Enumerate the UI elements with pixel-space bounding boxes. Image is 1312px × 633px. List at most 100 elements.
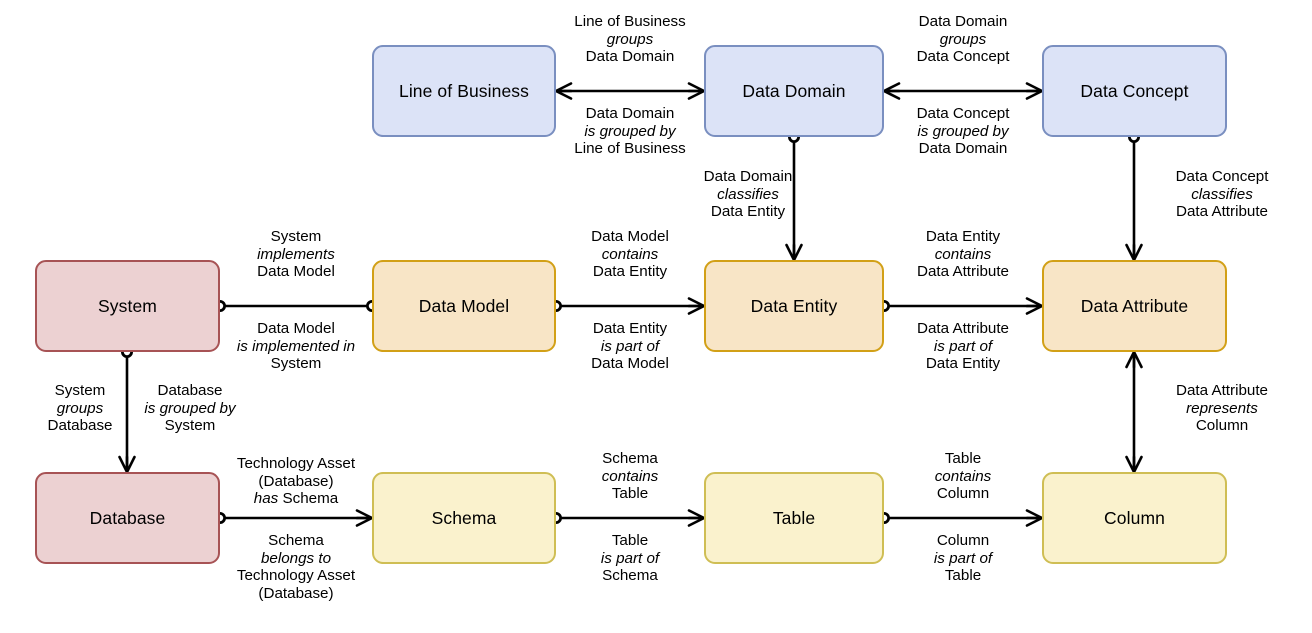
node-label: Column — [1104, 507, 1165, 528]
node-line-of-business[interactable]: Line of Business — [372, 45, 556, 137]
label-subject: Data Model — [257, 320, 335, 337]
label-subject: System — [54, 382, 106, 399]
node-schema[interactable]: Schema — [372, 472, 556, 564]
node-data-model[interactable]: Data Model — [372, 260, 556, 352]
edge-database-schema — [213, 509, 374, 527]
edge-dataattribute-column — [1125, 350, 1143, 474]
node-data-attribute[interactable]: Data Attribute — [1042, 260, 1227, 352]
node-column[interactable]: Column — [1042, 472, 1227, 564]
edge-lob-datadomain — [554, 82, 706, 100]
label-object: Schema — [602, 567, 658, 585]
label-verb: represents — [1186, 399, 1258, 417]
label-verb: groups — [606, 30, 654, 48]
node-database[interactable]: Database — [35, 472, 220, 564]
label-verb: is grouped by — [584, 122, 676, 140]
node-label: Line of Business — [398, 80, 529, 101]
edge-label-database-schema-forward: Technology Asset(Database)has Schema — [237, 455, 355, 508]
label-subject: Data Attribute — [1175, 382, 1269, 399]
label-verb: is grouped by — [144, 399, 236, 417]
edge-dataentity-dataattribute — [878, 297, 1044, 315]
label-object: Data Concept — [916, 48, 1010, 66]
label-verb: implements — [257, 245, 335, 263]
label-object: Database — [47, 417, 113, 435]
label-subject: Data Model — [591, 228, 669, 245]
label-object: Column — [936, 485, 990, 503]
node-label: Data Model — [418, 295, 510, 316]
label-object: Data Domain — [918, 140, 1008, 158]
label-verb: classifies — [1191, 185, 1253, 203]
label-line: (Database) — [258, 472, 334, 490]
node-label: Table — [772, 507, 816, 528]
label-object: Data Entity — [592, 263, 668, 281]
label-object: System — [164, 417, 216, 435]
node-data-domain[interactable]: Data Domain — [704, 45, 884, 137]
label-subject: Table — [944, 450, 982, 467]
label-line: Technology Asset — [236, 567, 356, 585]
label-object: Column — [1195, 417, 1249, 435]
label-line: Technology Asset — [236, 455, 356, 472]
label-verb: is implemented in — [236, 337, 356, 355]
label-line: has Schema — [253, 490, 339, 508]
label-subject: Schema — [602, 450, 658, 467]
label-verb: contains — [601, 467, 659, 485]
edge-system-database — [118, 345, 136, 474]
label-subject: Column — [936, 532, 990, 549]
label-verb: contains — [601, 245, 659, 263]
label-verb: is part of — [600, 337, 660, 355]
label-subject: Data Entity — [925, 228, 1001, 245]
node-label: Data Attribute — [1080, 295, 1189, 316]
label-verb: is grouped by — [917, 122, 1009, 140]
label-verb: contains — [934, 245, 992, 263]
node-data-concept[interactable]: Data Concept — [1042, 45, 1227, 137]
label-verb: contains — [934, 467, 992, 485]
label-subject: Data Attribute — [916, 320, 1010, 337]
label-object: Data Entity — [925, 355, 1001, 373]
label-verb: groups — [939, 30, 987, 48]
label-line: Schema — [268, 532, 324, 549]
edge-dataconcept-dataattribute — [1125, 130, 1143, 262]
edge-system-datamodel — [213, 299, 378, 312]
edge-table-column — [878, 509, 1044, 527]
label-verb: is part of — [933, 337, 993, 355]
label-subject: Data Entity — [592, 320, 668, 337]
label-object: Line of Business — [574, 140, 686, 158]
label-verb: is part of — [933, 549, 993, 567]
label-object: Data Domain — [585, 48, 675, 66]
label-subject: Data Concept — [916, 105, 1010, 122]
label-object: Data Attribute — [916, 263, 1010, 281]
node-table[interactable]: Table — [704, 472, 884, 564]
label-subject: Data Domain — [585, 105, 675, 122]
edge-datamodel-dataentity — [550, 297, 706, 315]
label-verb: classifies — [717, 185, 779, 203]
label-subject: System — [270, 228, 322, 245]
label-object: Data Model — [591, 355, 669, 373]
label-object: Table — [944, 567, 982, 585]
node-data-entity[interactable]: Data Entity — [704, 260, 884, 352]
node-label: Data Concept — [1080, 80, 1189, 101]
node-label: Database — [89, 507, 166, 528]
label-subject: Data Domain — [703, 168, 793, 185]
label-line: (Database) — [258, 584, 334, 602]
label-subject: Data Domain — [918, 13, 1008, 30]
node-system[interactable]: System — [35, 260, 220, 352]
node-label: Data Entity — [750, 295, 838, 316]
label-line: belongs to — [260, 549, 332, 567]
node-label: Data Domain — [742, 80, 846, 101]
